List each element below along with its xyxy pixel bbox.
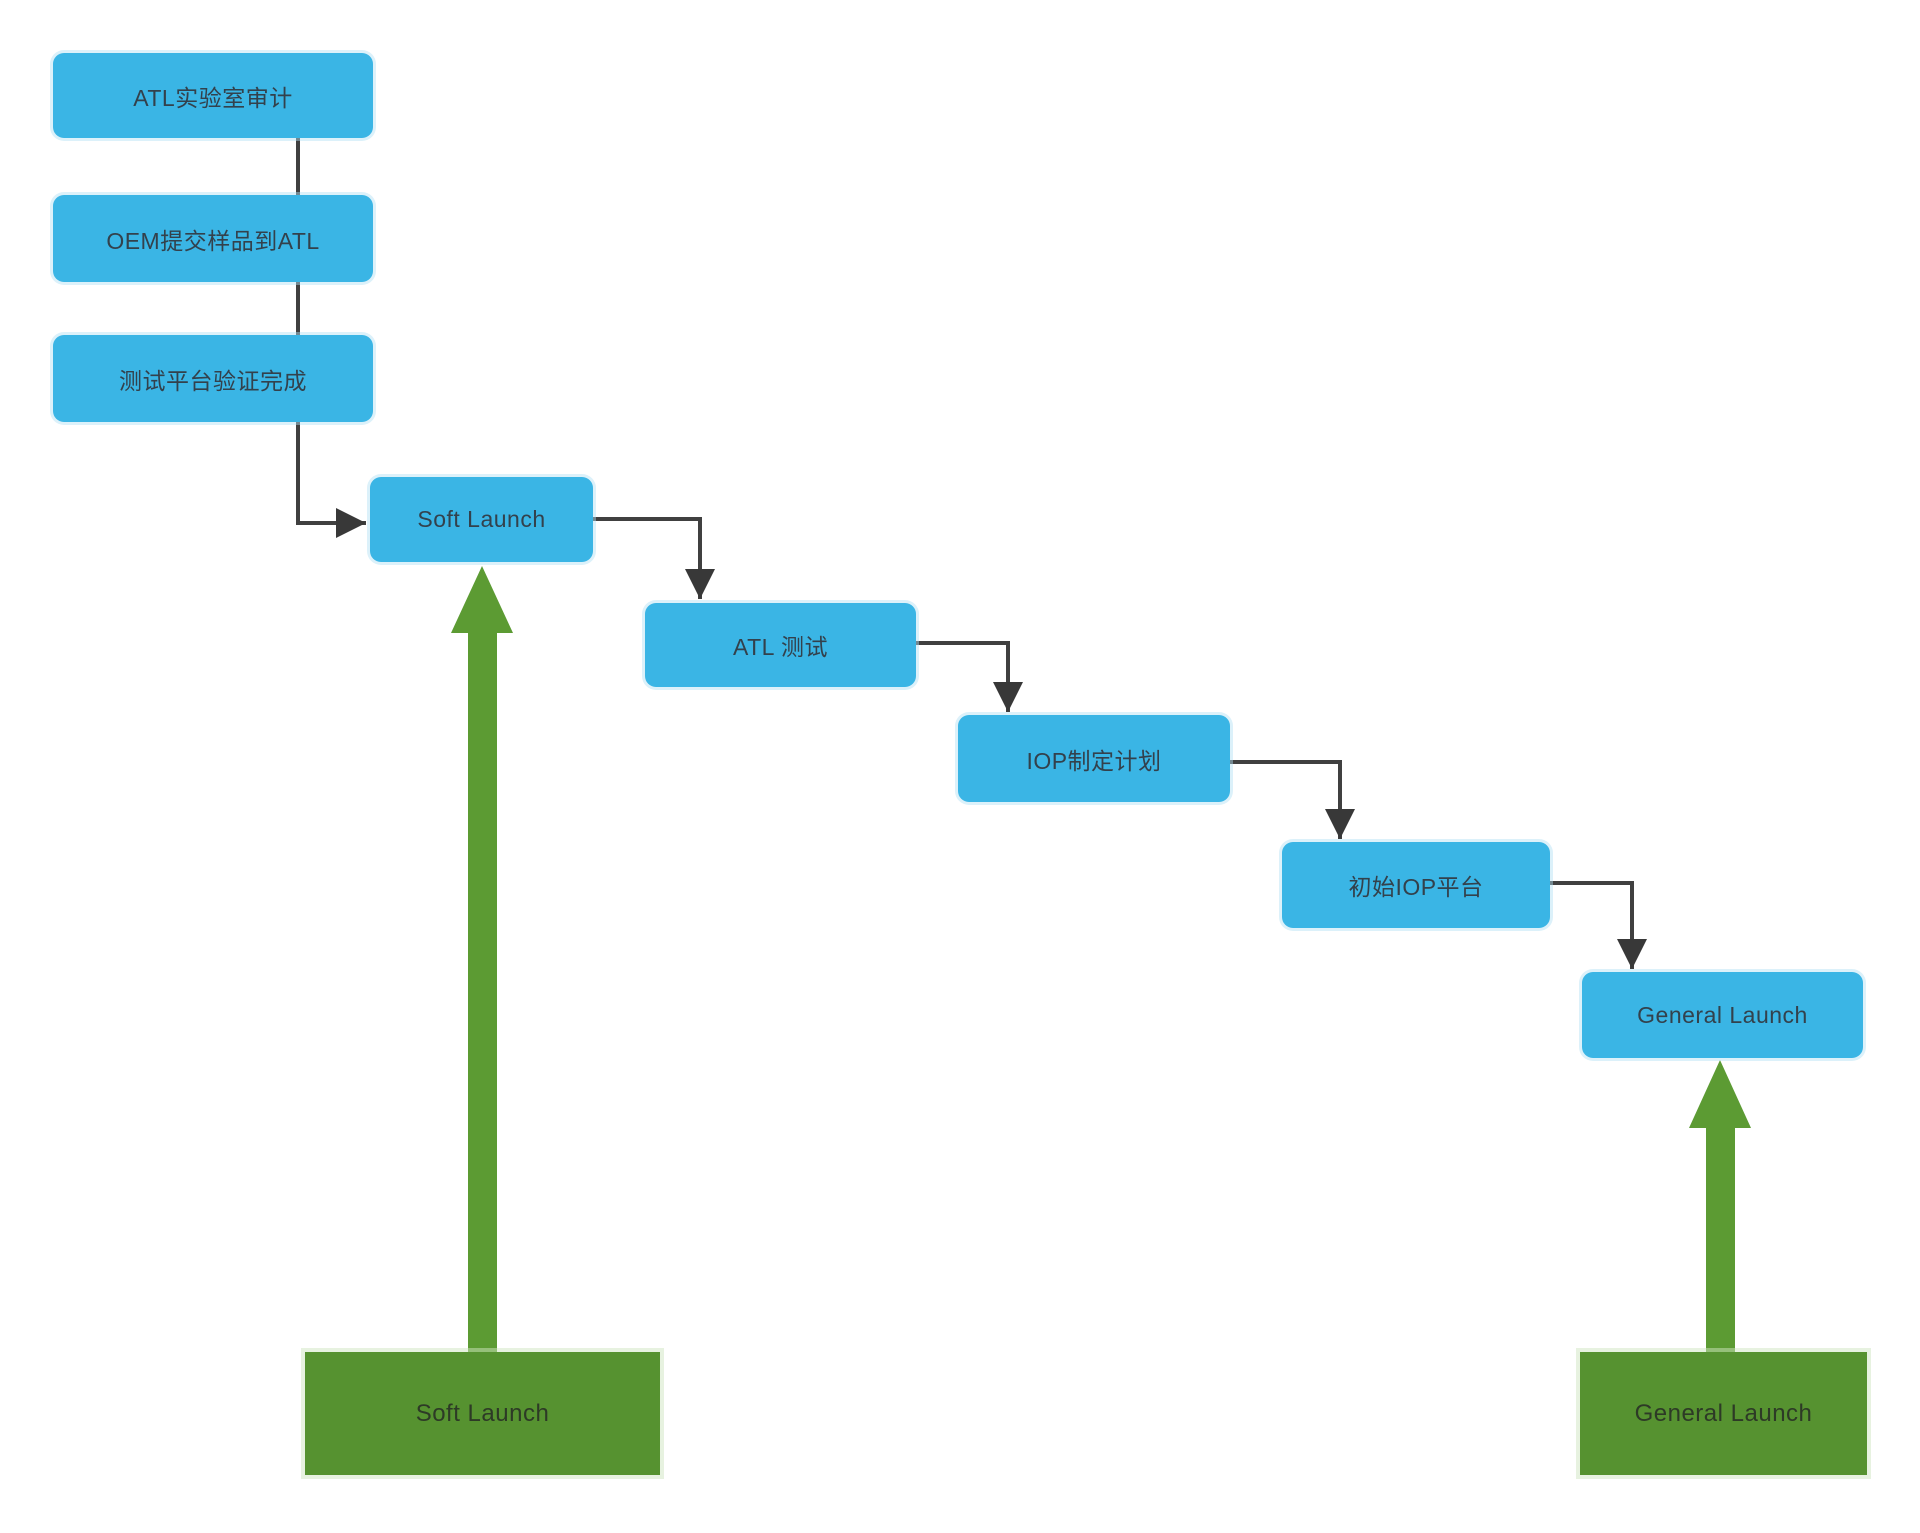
node-test-platform-verified[interactable]: 测试平台验证完成	[53, 335, 373, 422]
node-label: ATL实验室审计	[133, 84, 293, 111]
milestone-soft-launch[interactable]: Soft Launch	[305, 1352, 660, 1475]
node-label: ATL 测试	[732, 634, 828, 660]
node-label: 初始IOP平台	[1348, 874, 1484, 900]
node-label: Soft Launch	[417, 506, 546, 532]
node-soft-launch[interactable]: Soft Launch	[370, 477, 593, 562]
milestone-general-launch[interactable]: General Launch	[1580, 1352, 1867, 1475]
edge-softlaunch-to-atltest	[593, 517, 715, 599]
node-label: General Launch	[1637, 1001, 1808, 1028]
edge-initialiop-to-generallaunch	[1550, 881, 1647, 969]
green-arrow-soft-launch	[451, 566, 513, 1355]
node-label: 测试平台验证完成	[119, 367, 307, 394]
edge-verify-to-softlaunch	[296, 422, 366, 538]
node-iop-plan[interactable]: IOP制定计划	[958, 715, 1230, 802]
node-general-launch[interactable]: General Launch	[1582, 972, 1863, 1058]
node-label: IOP制定计划	[1026, 747, 1162, 774]
node-initial-iop-platform[interactable]: 初始IOP平台	[1282, 842, 1550, 928]
edge-atltest-to-iopplan	[916, 641, 1023, 712]
node-atl-test[interactable]: ATL 测试	[645, 603, 916, 687]
node-atl-lab-audit[interactable]: ATL实验室审计	[53, 53, 373, 138]
green-arrow-general-launch	[1689, 1060, 1751, 1355]
milestone-label: General Launch	[1634, 1399, 1813, 1427]
node-oem-submit-sample[interactable]: OEM提交样品到ATL	[53, 195, 373, 282]
node-label: OEM提交样品到ATL	[106, 227, 320, 254]
milestone-label: Soft Launch	[415, 1399, 550, 1427]
edge-iopplan-to-initialiop	[1230, 760, 1355, 839]
